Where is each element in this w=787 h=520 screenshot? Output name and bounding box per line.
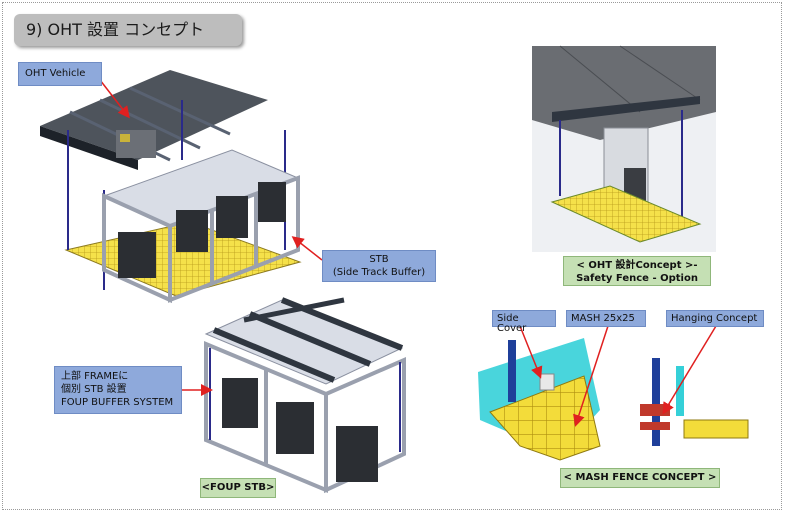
callout-frame-line1: 上部 FRAMEに [61,371,129,382]
callout-stb-line1: STB [369,254,389,265]
callout-side-cover-text: Side Cover [497,313,527,334]
caption-oht-concept-line2: Safety Fence - Option [576,273,698,284]
callout-frame-stb: 上部 FRAMEに 個別 STB 設置 FOUP BUFFER SYSTEM [54,366,182,414]
callout-mash: MASH 25x25 [566,310,646,327]
caption-mash-fence-text: < MASH FENCE CONCEPT > [563,472,717,483]
caption-oht-concept: < OHT 設計Concept >- Safety Fence - Option [563,256,711,286]
callout-frame-line2: 個別 STB 設置 [61,384,127,395]
leader-arrows [99,79,717,427]
callout-oht-vehicle-text: OHT Vehicle [25,68,86,79]
slide-title: 9) OHT 設置 コンセプト [14,14,242,46]
callout-stb-line2: (Side Track Buffer) [332,267,426,278]
oht-safety-fence-illustration [532,45,716,252]
oht-stb-illustration-top [40,70,302,304]
mash-fence-detail-illustration [478,338,749,461]
callout-frame-line3: FOUP BUFFER SYSTEM [61,397,174,408]
callout-hanging: Hanging Concept [666,310,764,327]
caption-mash-fence: < MASH FENCE CONCEPT > [560,468,720,488]
callout-oht-vehicle: OHT Vehicle [18,62,102,86]
caption-foup-stb: <FOUP STB> [200,478,276,498]
callout-mash-text: MASH 25x25 [571,313,635,324]
foup-stb-illustration [204,297,406,494]
slide-frame [2,2,782,510]
callout-hanging-text: Hanging Concept [671,313,758,324]
callout-stb: STB (Side Track Buffer) [322,250,436,282]
caption-foup-stb-text: <FOUP STB> [201,482,275,493]
caption-oht-concept-line1: < OHT 設計Concept >- [576,260,698,271]
callout-side-cover: Side Cover [492,310,556,334]
